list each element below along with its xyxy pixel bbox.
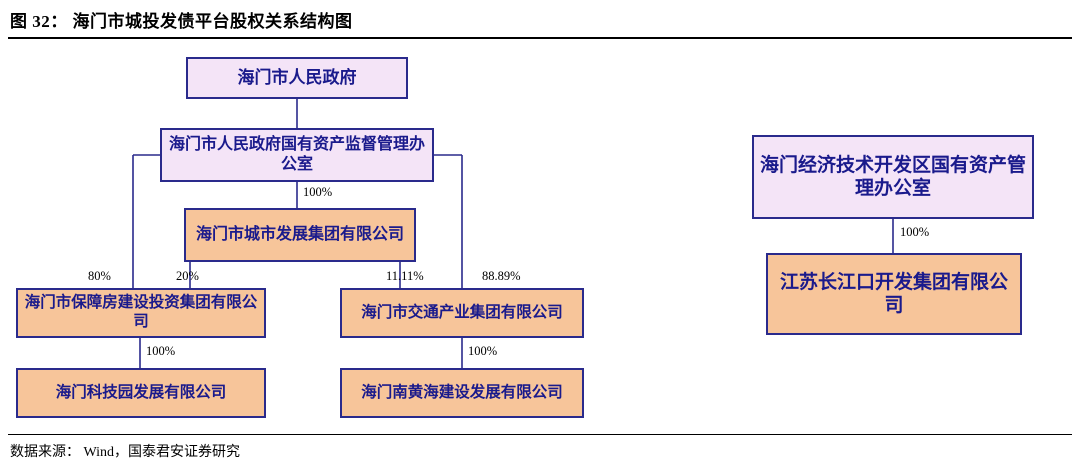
node-affordable-housing-group[interactable]: 海门市保障房建设投资集团有限公司: [16, 288, 266, 338]
edge-label-80: 80%: [88, 269, 111, 283]
edge-label-11-11: 11.11%: [386, 269, 424, 283]
edge-label-zone-to-changjiangkou: 100%: [900, 225, 930, 239]
edge-label-transport-to-nanhuanghai: 100%: [468, 344, 498, 358]
source-divider: [8, 434, 1072, 435]
node-label: 海门南黄海建设发展有限公司: [361, 383, 563, 401]
figure-title-bar: 图 32： 海门市城投发债平台股权关系结构图: [0, 0, 1080, 38]
title-divider: [8, 37, 1072, 39]
node-label: 江苏长江口开发集团有限公司: [779, 271, 1008, 316]
page-title: 图 32： 海门市城投发债平台股权关系结构图: [10, 11, 353, 31]
node-changjiangkou-group[interactable]: 江苏长江口开发集团有限公司: [766, 253, 1022, 335]
node-nanhuanghai-construction[interactable]: 海门南黄海建设发展有限公司: [340, 368, 584, 418]
edge-label-88-89: 88.89%: [482, 269, 521, 283]
node-science-park-development[interactable]: 海门科技园发展有限公司: [16, 368, 266, 418]
node-city-development-group[interactable]: 海门市城市发展集团有限公司: [184, 208, 416, 262]
source-note: 数据来源： Wind，国泰君安证券研究: [10, 445, 241, 460]
diagram-canvas: 海门市人民政府 海门市人民政府国有资产监督管理办公室 海门市城市发展集团有限公司…: [0, 38, 1080, 434]
node-label: 海门市保障房建设投资集团有限公司: [24, 294, 258, 330]
edge-label-20: 20%: [176, 269, 199, 283]
node-sasac-office[interactable]: 海门市人民政府国有资产监督管理办公室: [160, 128, 434, 182]
node-haimen-government[interactable]: 海门市人民政府: [186, 57, 408, 99]
edge-label-sasac-to-citydev: 100%: [303, 185, 333, 199]
node-label: 海门市城市发展集团有限公司: [195, 226, 404, 244]
node-label: 海门经济技术开发区国有资产管理办公室: [759, 154, 1026, 199]
node-label: 海门市人民政府国有资产监督管理办公室: [168, 136, 425, 173]
node-transportation-industry-group[interactable]: 海门市交通产业集团有限公司: [340, 288, 584, 338]
node-label: 海门科技园发展有限公司: [55, 383, 227, 401]
node-label: 海门市交通产业集团有限公司: [361, 303, 563, 321]
edge-label-housing-to-park: 100%: [146, 344, 176, 358]
node-development-zone-sasac[interactable]: 海门经济技术开发区国有资产管理办公室: [752, 135, 1034, 219]
node-label: 海门市人民政府: [237, 67, 357, 87]
